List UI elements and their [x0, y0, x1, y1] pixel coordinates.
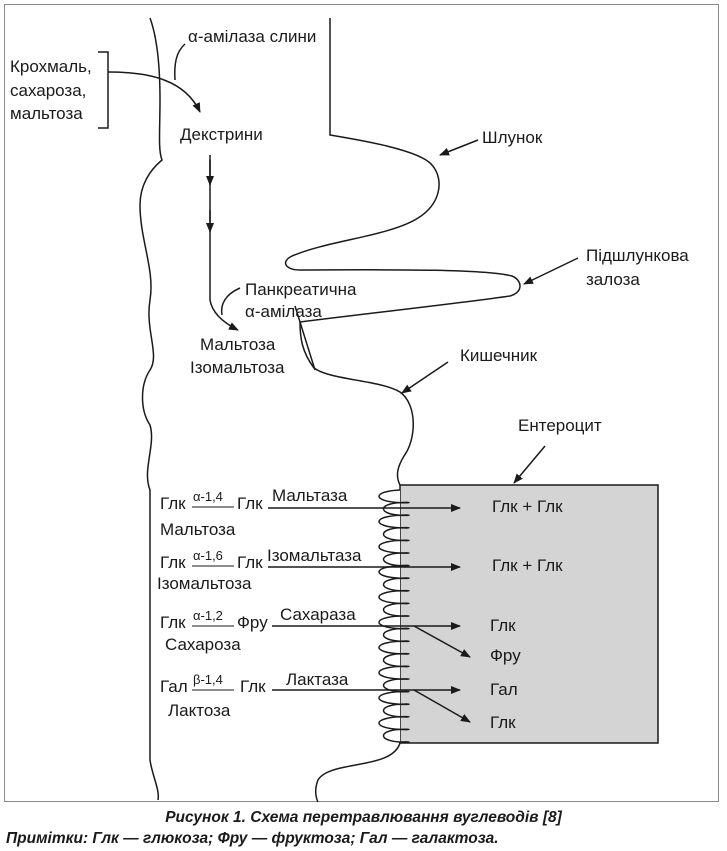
figure-caption: Рисунок 1. Схема перетравлювання вуглево… — [165, 809, 562, 826]
enterocyte-callout-arrow — [513, 445, 546, 484]
starch-label: Крохмаль, — [10, 57, 92, 76]
villi-outline — [378, 489, 410, 743]
sucrose-label: сахароза, — [10, 81, 87, 100]
stomach-label: Шлунок — [482, 128, 543, 147]
reaction-1-name: Мальтоза — [160, 520, 236, 539]
intestine-label: Кишечник — [460, 346, 538, 365]
reaction-3-enzyme: Сахараза — [280, 605, 356, 624]
intestine-callout-arrow — [401, 361, 449, 394]
reaction-2-enzyme: Ізомальтаза — [267, 546, 362, 565]
pancreatic-amylase-label-2: α-амілаза — [245, 302, 322, 321]
reaction-2-bond: α-1,6 — [193, 548, 223, 563]
maltose-top-label: мальтоза — [10, 104, 83, 123]
salivary-amylase-pointer — [174, 43, 186, 81]
reaction-1-enzyme: Мальтаза — [272, 486, 348, 505]
reaction-1-bond: α-1,4 — [193, 489, 223, 504]
reaction-3-product-1: Глк — [490, 616, 516, 635]
reaction-1-product: Глк + Глк — [492, 497, 563, 516]
reaction-3-bond: α-1,2 — [193, 608, 223, 623]
figure-note: Примітки: Глк — глюкоза; Фру — фруктоза;… — [6, 830, 499, 847]
pancreas-callout-arrow — [523, 257, 579, 285]
reaction-2-left: Глк — [160, 553, 186, 572]
intestinal-villi — [378, 489, 410, 743]
starch-to-dextrin-arrow — [107, 71, 201, 113]
enterocyte-block — [399, 484, 659, 744]
sucrase-branch-arrow — [413, 625, 471, 658]
pancreatic-amylase-label-1: Панкреатична — [245, 280, 357, 299]
reaction-4-right: Глк — [240, 677, 266, 696]
reaction-4-name: Лактоза — [168, 701, 231, 720]
tract-lower-wall — [314, 742, 401, 803]
salivary-amylase-label: α-амілаза слини — [188, 27, 317, 46]
reaction-3-right: Фру — [237, 613, 268, 632]
reaction-4-product-2: Глк — [490, 713, 516, 732]
stomach-callout-arrow — [439, 139, 479, 156]
starch-bracket — [98, 51, 109, 129]
reaction-1-left: Глк — [160, 494, 186, 513]
reaction-1-right: Глк — [237, 494, 263, 513]
reaction-3-left: Глк — [160, 613, 186, 632]
pancreas-label-2: залоза — [586, 270, 640, 289]
pancreatic-amylase-pointer — [220, 287, 241, 316]
enterocyte-label: Ентероцит — [518, 416, 602, 435]
reaction-3-name: Сахароза — [165, 635, 241, 654]
reaction-2-name: Ізомальтоза — [157, 574, 252, 593]
reaction-2-product: Глк + Глк — [492, 556, 563, 575]
reaction-4-enzyme: Лактаза — [286, 670, 349, 689]
reaction-2-right: Глк — [237, 553, 263, 572]
dextrins-label: Декстрини — [180, 125, 263, 144]
isomaltose-mid-label: Ізомальтоза — [190, 358, 285, 377]
reaction-4-left: Гал — [160, 677, 188, 696]
pancreatic-duct — [294, 305, 316, 371]
reaction-3-product-2: Фру — [490, 646, 521, 665]
reaction-4-product-1: Гал — [490, 680, 518, 699]
tract-left-wall — [139, 17, 163, 801]
dextrin-down-arrow — [209, 155, 239, 331]
pancreas-label-1: Підшлункова — [586, 246, 689, 265]
tract-right-wall — [284, 18, 521, 486]
maltose-mid-label: Мальтоза — [200, 335, 276, 354]
lactase-branch-arrow — [413, 689, 471, 723]
figure-frame — [4, 4, 719, 802]
reaction-4-bond: β-1,4 — [193, 672, 223, 687]
